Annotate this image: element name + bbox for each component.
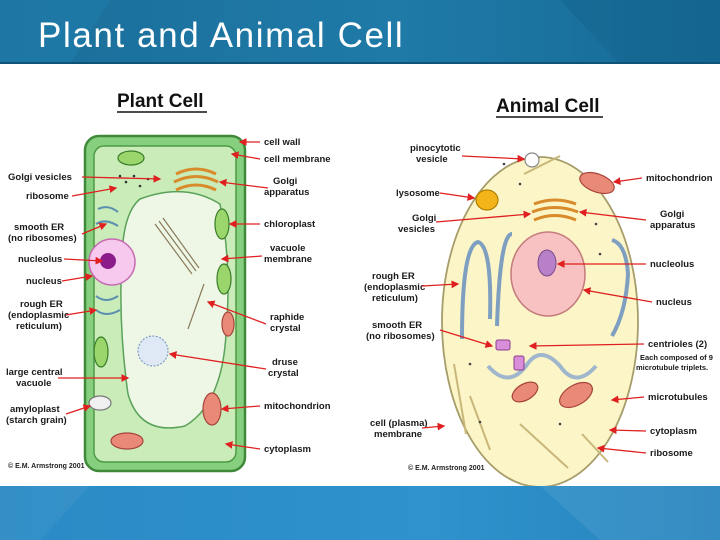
label-nucleolus: nucleolus — [650, 259, 694, 270]
label-rough-er: rough ER — [20, 299, 63, 310]
label-pinocytotic-sub: vesicle — [416, 154, 448, 165]
animal-right-labels: mitochondrion Golgi apparatus nucleolus … — [636, 173, 713, 459]
plant-left-labels: Golgi vesicles ribosome smooth ER (no ri… — [6, 172, 77, 426]
plant-golgi-apparatus — [173, 167, 219, 192]
plant-chloroplasts — [93, 150, 232, 368]
label-smooth-er-sub: (no ribosomes) — [366, 331, 435, 342]
label-rough-er-sub2: reticulum) — [16, 321, 62, 332]
animal-mitochondria — [511, 171, 615, 409]
animal-golgi-apparatus — [531, 198, 579, 222]
animal-cell-heading: Animal Cell — [496, 96, 599, 117]
animal-credit: © E.M. Armstrong 2001 — [408, 464, 485, 472]
label-ribosome: ribosome — [650, 448, 693, 459]
label-smooth-er-sub: (no ribosomes) — [8, 233, 77, 244]
animal-lysosome — [475, 189, 499, 211]
label-cell-membrane-sub: membrane — [374, 429, 422, 440]
label-microtubules: microtubules — [648, 392, 708, 403]
label-druse: druse — [272, 357, 298, 368]
label-large-vacuole-sub: vacuole — [16, 378, 51, 389]
plant-pointer-arrows — [58, 138, 269, 450]
slide-title: Plant and Animal Cell — [38, 16, 405, 55]
animal-smooth-er — [486, 353, 598, 380]
label-ribosome: ribosome — [26, 191, 69, 202]
label-cytoplasm: cytoplasm — [650, 426, 697, 437]
label-golgi-vesicles: Golgi vesicles — [8, 172, 72, 183]
label-lysosome: lysosome — [396, 188, 440, 199]
label-smooth-er: smooth ER — [14, 222, 64, 233]
animal-pinocytotic-vesicle — [524, 152, 540, 168]
plant-raphide-crystals — [154, 217, 205, 330]
label-vacuole-membrane-sub: membrane — [264, 254, 312, 265]
plant-rough-er — [95, 206, 121, 315]
label-vacuole-membrane: vacuole — [270, 243, 305, 254]
footer-bar — [0, 486, 720, 540]
label-rough-er: rough ER — [372, 271, 415, 282]
label-centrioles-sub1: Each composed of 9 — [640, 353, 713, 362]
animal-left-labels: pinocytotic vesicle lysosome Golgi vesic… — [364, 143, 461, 440]
label-nucleus: nucleus — [26, 276, 62, 287]
animal-rough-er — [460, 232, 631, 340]
plant-druse-crystal — [137, 335, 169, 367]
plant-credit: © E.M. Armstrong 2001 — [8, 462, 85, 470]
label-chloroplast: chloroplast — [264, 219, 316, 230]
label-mitochondrion: mitochondrion — [646, 173, 713, 184]
label-raphide: raphide — [270, 312, 304, 323]
plant-amyloplast — [88, 395, 112, 411]
animal-nucleolus — [537, 249, 557, 277]
plant-cell-heading: Plant Cell — [117, 91, 204, 112]
label-golgi-vesicles-sub: vesicles — [398, 224, 435, 235]
label-golgi-apparatus: Golgi — [660, 209, 684, 220]
animal-cell: Animal Cell — [364, 96, 713, 486]
label-centrioles: centrioles (2) — [648, 339, 707, 350]
plant-cell: Plant Cell — [6, 91, 331, 473]
label-golgi-apparatus: Golgi — [273, 176, 297, 187]
label-nucleolus: nucleolus — [18, 254, 62, 265]
label-golgi-apparatus-sub: apparatus — [264, 187, 309, 198]
label-pinocytotic: pinocytotic — [410, 143, 461, 154]
label-large-vacuole: large central — [6, 367, 63, 378]
label-smooth-er: smooth ER — [372, 320, 422, 331]
title-bar: Plant and Animal Cell — [0, 0, 720, 64]
label-cell-membrane: cell (plasma) — [370, 418, 428, 429]
label-cell-membrane: cell membrane — [264, 154, 331, 165]
animal-pointer-arrows — [421, 154, 653, 454]
label-golgi-vesicles: Golgi — [412, 213, 436, 224]
animal-ribosomes — [468, 162, 602, 426]
label-golgi-apparatus-sub: apparatus — [650, 220, 695, 231]
label-druse-sub: crystal — [268, 368, 299, 379]
label-mitochondrion: mitochondrion — [264, 401, 331, 412]
label-cell-wall: cell wall — [264, 137, 300, 148]
label-centrioles-sub2: microtubule triplets. — [636, 363, 708, 372]
label-rough-er-sub2: reticulum) — [372, 293, 418, 304]
label-cytoplasm: cytoplasm — [264, 444, 311, 455]
label-raphide-sub: crystal — [270, 323, 301, 334]
plant-right-labels: cell wall cell membrane Golgi apparatus … — [264, 137, 331, 455]
animal-cell-membrane — [441, 156, 639, 486]
label-amyloplast: amyloplast — [10, 404, 60, 415]
plant-nucleolus — [100, 253, 116, 269]
label-nucleus: nucleus — [656, 297, 692, 308]
title-bar-decoration — [0, 0, 720, 64]
cell-diagram: Plant Cell — [6, 91, 713, 486]
animal-centrioles — [495, 339, 525, 371]
label-rough-er-sub1: (endoplasmic — [364, 282, 425, 293]
label-amyloplast-sub: (starch grain) — [6, 415, 67, 426]
label-rough-er-sub1: (endoplasmic — [8, 310, 69, 321]
footer-decoration — [0, 486, 720, 540]
